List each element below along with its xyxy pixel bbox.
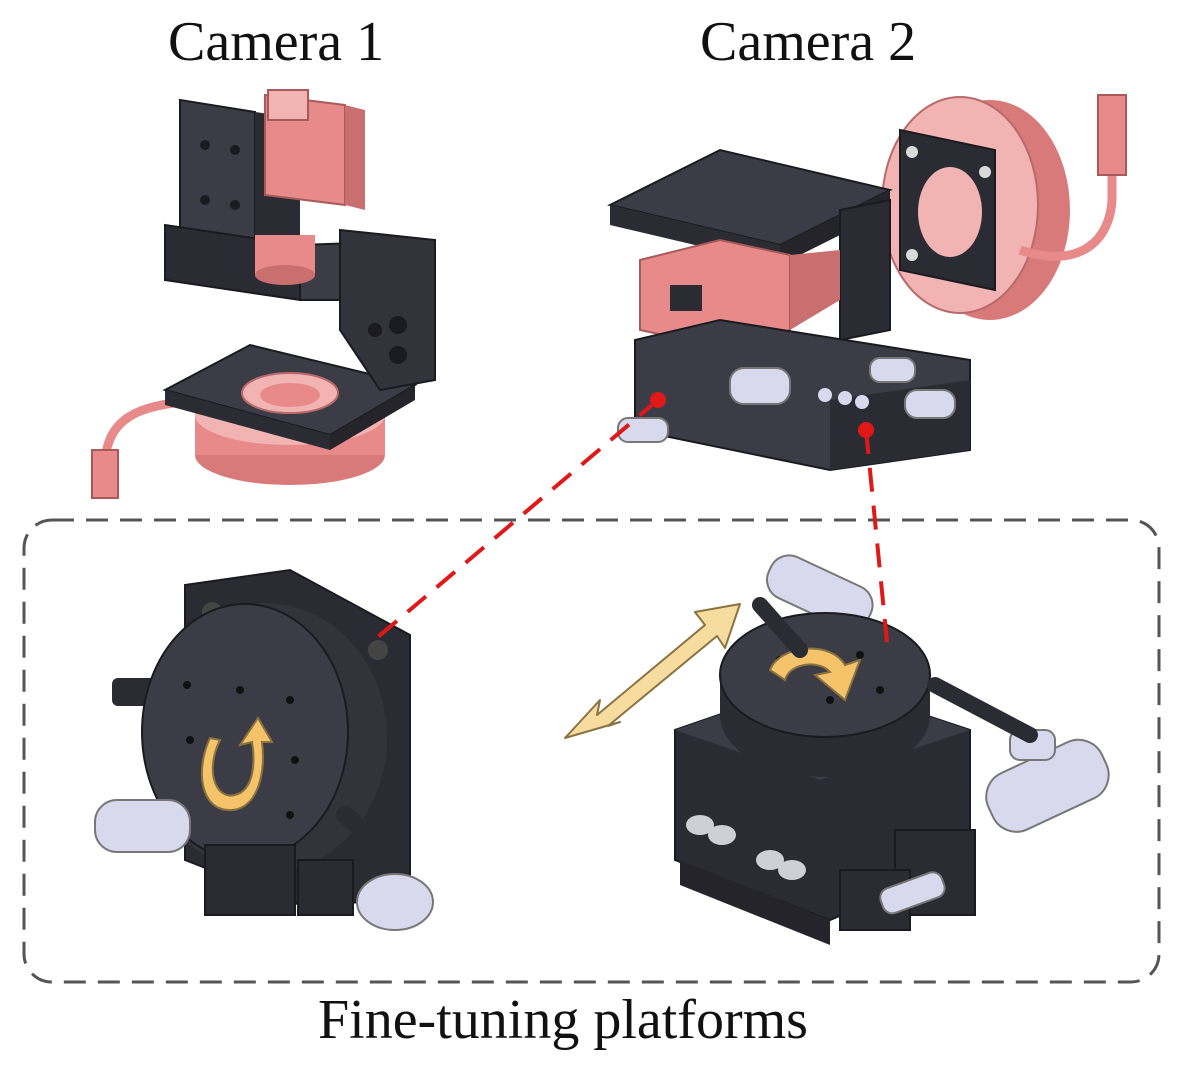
connector-lines bbox=[370, 392, 889, 644]
connector-dot bbox=[858, 422, 874, 438]
camera-1-label: Camera 1 bbox=[168, 11, 385, 73]
rotation-platform-left bbox=[94, 568, 434, 931]
rotation-arrow-icon bbox=[200, 716, 274, 812]
camera-2-assembly bbox=[607, 94, 1127, 472]
platforms-dashed-frame bbox=[22, 518, 1161, 984]
connector-dot bbox=[650, 392, 666, 408]
camera-1-assembly bbox=[91, 89, 436, 499]
translation-double-arrow-icon bbox=[564, 603, 741, 739]
fine-tuning-platforms-label: Fine-tuning platforms bbox=[318, 989, 808, 1051]
xy-rotation-platform-right bbox=[674, 554, 1110, 945]
camera-2-label: Camera 2 bbox=[700, 11, 917, 73]
